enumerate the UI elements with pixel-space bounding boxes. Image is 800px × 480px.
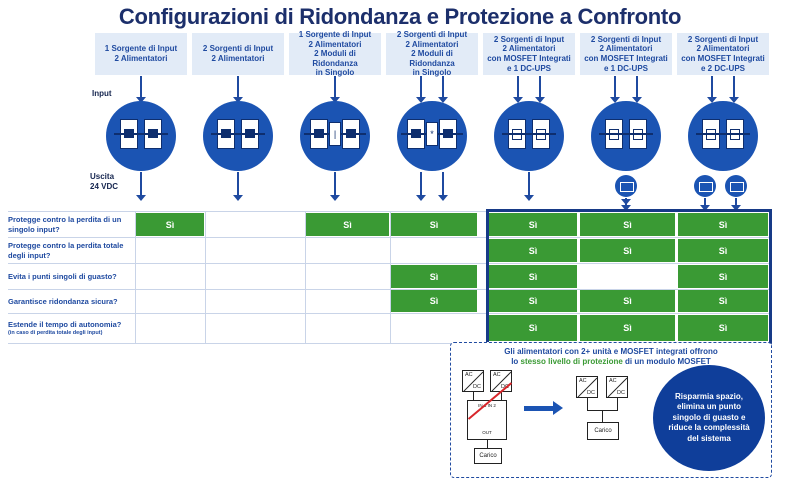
output-arrow <box>330 172 340 201</box>
row-label: Garantisce ridondanza sicura? <box>8 296 118 306</box>
input-arrow <box>330 76 340 103</box>
input-arrow <box>233 76 243 103</box>
yes-cell: Sì <box>580 290 675 312</box>
note-text: Gli alimentatori con 2+ unità e MOSFET i… <box>504 347 718 367</box>
power-supply-icon <box>591 101 661 171</box>
input-arrow <box>610 76 620 103</box>
arrow-right-icon <box>524 401 563 415</box>
yes-cell: Sì <box>489 239 577 262</box>
yes-cell: Sì <box>391 213 477 236</box>
redundancy-module-icon: * <box>397 101 467 171</box>
yes-cell: Sì <box>678 265 768 288</box>
input-label: Input <box>92 89 112 98</box>
load-box: Carico <box>587 422 619 440</box>
yes-cell: Sì <box>678 213 768 236</box>
power-supply-icon <box>688 101 758 171</box>
yes-cell: Sì <box>580 213 675 236</box>
benefit-badge: Risparmia spazio, elimina un punto singo… <box>653 365 765 471</box>
load-box: Carico <box>474 448 502 464</box>
yes-cell: Sì <box>678 239 768 262</box>
output-arrow <box>416 172 426 201</box>
yes-cell: Sì <box>306 213 389 236</box>
row-label: Evita i punti singoli di guasto? <box>8 271 117 281</box>
input-arrow <box>729 76 739 103</box>
input-arrow <box>416 76 426 103</box>
input-arrow <box>707 76 717 103</box>
dc-ups-battery-icon <box>725 175 747 197</box>
yes-cell: Sì <box>580 239 675 262</box>
yes-cell: Sì <box>489 213 577 236</box>
input-arrow <box>535 76 545 103</box>
yes-cell: Sì <box>489 290 577 312</box>
yes-cell: Sì <box>489 265 577 288</box>
row-label: Estende il tempo di autonomia?(in caso d… <box>8 320 122 336</box>
output-arrow <box>438 172 448 201</box>
yes-cell: Sì <box>391 265 477 288</box>
power-supply-icon <box>106 101 176 171</box>
power-supply-icon <box>203 101 273 171</box>
highlight-box <box>486 209 772 345</box>
output-arrow <box>621 198 631 211</box>
output-arrow <box>731 198 741 211</box>
row-label: Protegge contro la perdita di un singolo… <box>8 215 122 234</box>
output-arrow <box>524 172 534 201</box>
input-arrow <box>513 76 523 103</box>
row-label: Protegge contro la perdita totale degli … <box>8 241 124 260</box>
input-arrow <box>136 76 146 103</box>
redundancy-module-icon: | <box>300 101 370 171</box>
yes-cell: Sì <box>489 315 577 341</box>
page-title: Configurazioni di Ridondanza e Protezion… <box>118 4 682 29</box>
output-arrow <box>136 172 146 201</box>
output-arrow <box>233 172 243 201</box>
dc-ups-battery-icon <box>694 175 716 197</box>
input-arrow <box>632 76 642 103</box>
redundancy-module-icon: IN 1 IN 2 OUT <box>467 400 507 440</box>
yes-cell: Sì <box>678 315 768 341</box>
yes-cell: Sì <box>391 290 477 312</box>
output-arrow <box>700 198 710 211</box>
power-supply-icon <box>494 101 564 171</box>
yes-cell: Sì <box>580 315 675 341</box>
input-arrow <box>438 76 448 103</box>
yes-cell: Sì <box>136 213 204 236</box>
dc-ups-battery-icon <box>615 175 637 197</box>
yes-cell: Sì <box>678 290 768 312</box>
